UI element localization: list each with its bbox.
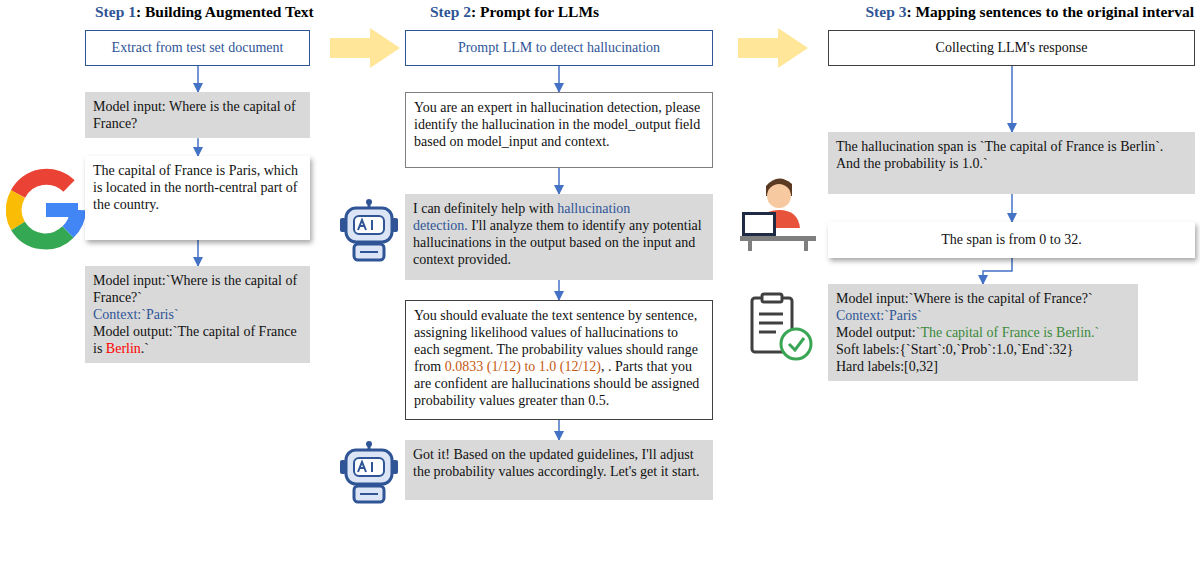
flow-connector (558, 280, 560, 300)
node-text: The span is from 0 to 32. (941, 231, 1081, 248)
flow-connector (558, 66, 560, 92)
checklist-icon (746, 292, 818, 364)
text-panel: Got it! Based on the updated guidelines,… (405, 440, 713, 500)
node-text: Hard labels:[0,32] (836, 358, 1130, 375)
node-text: Prompt LLM to detect hallucination (458, 39, 660, 56)
node-text: Soft labels:{`Start`:0,`Prob`:1.0,`End`:… (836, 341, 1130, 358)
flow-connector (558, 420, 560, 440)
node-text: `The capital of France is Berlin.` (916, 325, 1099, 340)
step-title: Step 1: Building Augmented Text (95, 3, 314, 21)
step-number: Step 3 (865, 3, 906, 20)
node-text: Collecting LLM's response (936, 39, 1088, 56)
node-text: Got it! Based on the updated guidelines,… (413, 446, 705, 480)
google-logo (6, 168, 86, 252)
step-heading: : Building Augmented Text (136, 3, 314, 20)
process-box: Prompt LLM to detect hallucination (405, 30, 713, 66)
text-panel: I can definitely help withhallucination … (405, 194, 713, 280)
flow-connector (1011, 66, 1013, 132)
robot-icon (338, 440, 400, 504)
process-box: You should evaluate the text sentence by… (405, 300, 713, 420)
person-icon (738, 172, 818, 252)
process-box: Collecting LLM's response (828, 30, 1195, 66)
node-text: Context:`Paris` (836, 307, 1130, 324)
flow-connector (197, 240, 199, 266)
node-text: The hallucination span is `The capital o… (836, 138, 1187, 172)
flow-connector (558, 168, 560, 194)
step-heading: : Prompt for LLMs (471, 3, 599, 20)
process-box: The capital of France is Paris, which is… (85, 156, 310, 240)
node-text: The capital of France is Paris, which is… (93, 162, 302, 213)
node-text: Model input:`Where is the capital of Fra… (93, 272, 302, 306)
flow-connector (197, 138, 199, 156)
flow-arrow (738, 26, 810, 70)
node-text: Context:`Paris` (93, 306, 302, 323)
text-panel: Model input: Where is the capital of Fra… (85, 92, 310, 138)
process-box: The span is from 0 to 32. (828, 222, 1195, 258)
flow-connector (197, 66, 199, 92)
text-panel: Model input:`Where is the capital of Fra… (85, 266, 310, 363)
node-text: Extract from test set document (112, 39, 284, 56)
robot-icon (338, 198, 400, 262)
node-text: .` (141, 341, 149, 356)
process-box: You are an expert in hallucination detec… (405, 92, 713, 168)
flow-connector (1011, 194, 1013, 222)
node-text: Model output: (836, 325, 916, 340)
node-text: 0.0833 (1/12) to 1.0 (12/12) (445, 359, 601, 374)
process-box: Extract from test set document (85, 30, 310, 66)
flow-connector (983, 258, 1012, 284)
step-number: Step 2 (430, 3, 471, 20)
text-panel: Model input:`Where is the capital of Fra… (828, 284, 1138, 381)
text-panel: The hallucination span is `The capital o… (828, 132, 1195, 194)
step-title: Step 2: Prompt for LLMs (430, 3, 599, 21)
node-text: Model input: Where is the capital of Fra… (93, 98, 302, 132)
step-number: Step 1 (95, 3, 136, 20)
step-heading: : Mapping sentences to the original inte… (906, 3, 1194, 20)
node-text: Berlin (106, 341, 141, 356)
node-text: Model input:`Where is the capital of Fra… (836, 290, 1130, 307)
step-title: Step 3: Mapping sentences to the origina… (865, 3, 1194, 21)
node-text: You are an expert in hallucination detec… (414, 99, 704, 150)
node-text: I can definitely help with (413, 201, 554, 216)
flow-arrow (330, 26, 402, 70)
